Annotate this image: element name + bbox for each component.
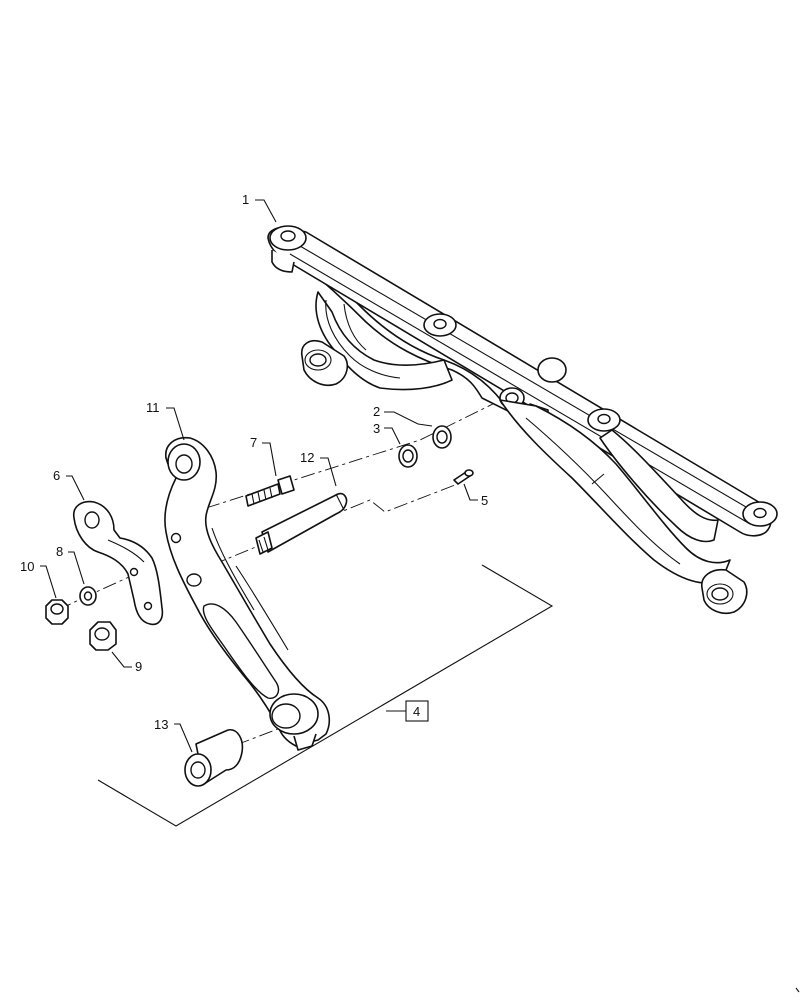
leader-5 (463, 483, 478, 501)
corner-mark (795, 987, 800, 993)
frame-beam (267, 225, 778, 615)
leader-2 (384, 411, 433, 427)
callout-1: 1 (242, 192, 249, 207)
callout-13: 13 (154, 717, 168, 732)
lever-arm (164, 436, 331, 751)
leader-8 (68, 551, 85, 585)
callout-11: 11 (146, 400, 160, 415)
callout-10: 10 (20, 559, 34, 574)
leader-3 (384, 427, 401, 445)
callout-2: 2 (373, 404, 380, 419)
kit-outline (97, 564, 554, 827)
callout-4: 4 (413, 704, 420, 719)
callout-9: 9 (135, 659, 142, 674)
leader-7 (262, 442, 277, 477)
mounting-plate (72, 500, 164, 626)
nut-9 (89, 621, 117, 651)
leader-9 (111, 651, 132, 668)
callout-12: 12 (300, 450, 314, 465)
bushing (184, 729, 244, 787)
kit-label-box (405, 700, 429, 722)
washer-2 (432, 425, 452, 449)
leader-12 (320, 457, 337, 487)
leader-1 (255, 199, 277, 223)
alignment-line-upper (205, 397, 506, 509)
leader-6 (66, 475, 85, 501)
cotter-pin (453, 469, 474, 485)
leader-13 (174, 723, 193, 753)
leader-11 (166, 407, 185, 441)
callout-6: 6 (53, 468, 60, 483)
leader-10 (40, 565, 57, 599)
callout-3: 3 (373, 421, 380, 436)
callout-5: 5 (481, 493, 488, 508)
callout-8: 8 (56, 544, 63, 559)
alignment-line-plate (57, 571, 141, 611)
callout-7: 7 (250, 435, 257, 450)
washer-3 (398, 444, 418, 468)
nut-10 (45, 599, 69, 625)
washer-8 (79, 586, 97, 606)
pin (255, 492, 348, 555)
bolt (245, 475, 295, 507)
